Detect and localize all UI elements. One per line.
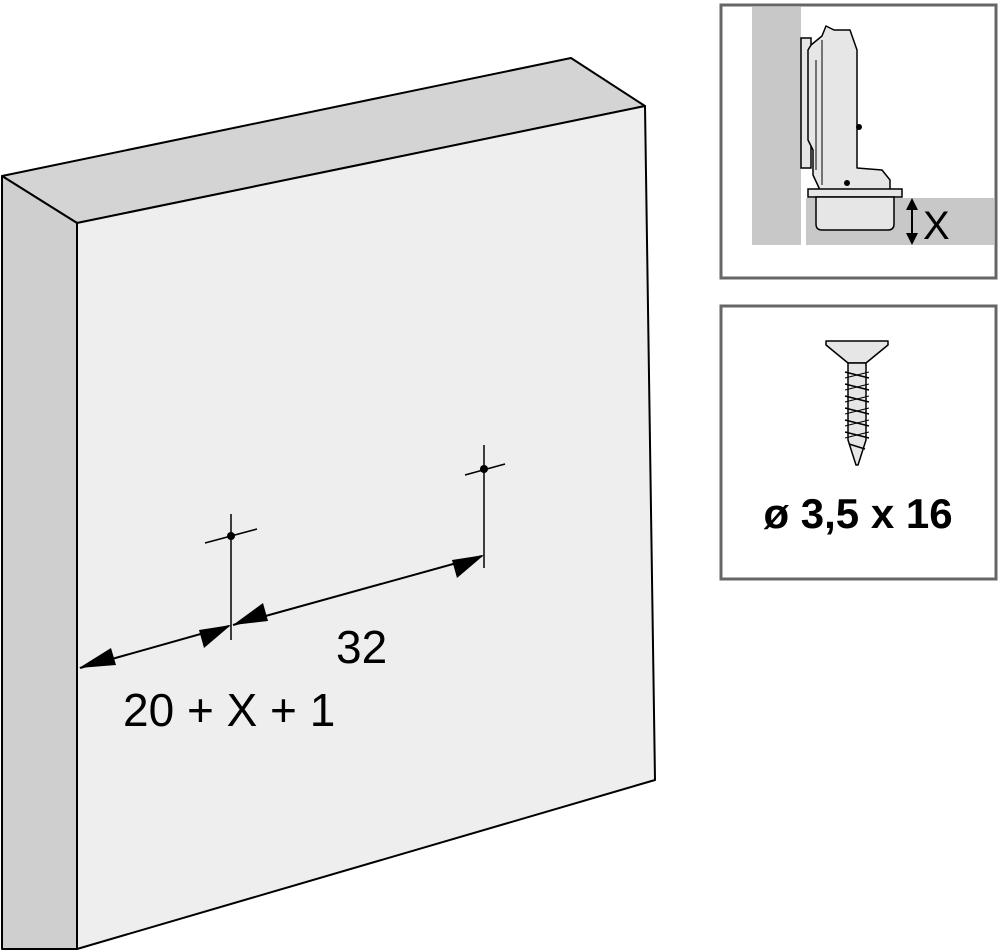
- hinge-arm: [807, 25, 891, 191]
- door-panel-side-edge: [1, 175, 78, 950]
- screw-icon: [825, 340, 889, 466]
- dimension-lines: [79, 555, 484, 669]
- hinge-cup: [815, 196, 895, 231]
- screw-spec-label: ø 3,5 x 16: [763, 490, 952, 537]
- dimension-edge-label: 20 + X + 1: [123, 684, 335, 736]
- cabinet-wall: [752, 7, 801, 245]
- arrowhead-hole1-left: [199, 625, 231, 648]
- drill-hole-1: [204, 514, 258, 640]
- dimension-spacing-label: 32: [336, 621, 387, 673]
- door-panel-front-face: [76, 105, 656, 950]
- hinge-detail-box: X: [719, 3, 998, 280]
- overlay-label: X: [923, 204, 950, 248]
- door-panel: [1, 57, 656, 950]
- arrowhead-left: [79, 648, 116, 668]
- arrowhead-hole1-right: [233, 603, 268, 625]
- drill-marks: [204, 445, 506, 640]
- dimension-line-spacing: [232, 555, 483, 626]
- screw-detail-box: ø 3,5 x 16: [719, 304, 998, 581]
- hinge-cup-flange: [807, 188, 903, 198]
- drill-hole-2: [464, 445, 506, 568]
- arrowhead-hole2: [452, 555, 484, 578]
- overlay-arrow: [906, 198, 918, 245]
